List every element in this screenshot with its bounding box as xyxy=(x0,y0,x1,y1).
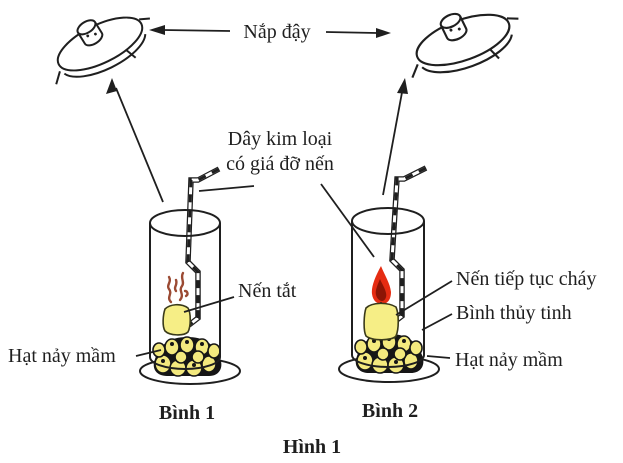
candle-out-label-line xyxy=(183,296,235,313)
jar1-mouth xyxy=(149,209,221,237)
figure-caption: Hình 1 xyxy=(283,436,341,458)
candle-extinguished-icon xyxy=(162,303,192,336)
label-candle-extinguished: Nến tắt xyxy=(238,280,297,302)
arrow-head-jar2-lid-icon xyxy=(397,78,408,94)
arrow-head-left-icon xyxy=(149,25,165,35)
arrow-jar2-to-lid xyxy=(382,86,404,196)
wire-right xyxy=(389,165,428,326)
label-wire-line1: Dây kim loại xyxy=(228,128,333,150)
jar-2 xyxy=(338,165,440,383)
label-lid: Nắp đậy xyxy=(243,21,310,43)
label-candle-burning: Nến tiếp tục cháy xyxy=(456,268,597,290)
wire-label-line-left xyxy=(198,185,255,192)
label-glass-jar: Bình thủy tinh xyxy=(456,302,572,324)
jar2-mouth xyxy=(351,207,425,235)
label-seeds-left: Hạt nảy mầm xyxy=(8,345,116,367)
seeds-left-label-line xyxy=(135,349,162,357)
jar-1 xyxy=(139,166,241,385)
lid-label-line-left xyxy=(162,29,231,32)
candle-burning-label-line xyxy=(395,280,453,316)
lid-label-line-right xyxy=(325,31,378,34)
label-seeds-right: Hạt nảy mầm xyxy=(455,349,563,371)
caption-jar1: Bình 1 xyxy=(159,402,215,424)
jar2-bottom xyxy=(351,354,425,368)
seeds-left xyxy=(152,336,223,377)
arrow-head-jar1-lid-icon xyxy=(106,78,117,94)
glass-jar-label-line xyxy=(421,313,453,331)
lid-left-icon xyxy=(35,0,164,96)
flame-icon xyxy=(371,266,391,307)
caption-jar2: Bình 2 xyxy=(362,400,418,422)
arrow-jar1-to-lid xyxy=(115,87,164,203)
wire-left xyxy=(185,166,221,328)
lid-right-icon xyxy=(395,0,530,90)
wire-label-line-right xyxy=(320,183,375,258)
seeds-right-label-line xyxy=(426,355,451,359)
candle-burning-icon xyxy=(363,302,400,341)
smoke-icon xyxy=(166,271,189,304)
jar1-bottom xyxy=(149,356,221,370)
label-wire-line2: có giá đỡ nến xyxy=(226,153,334,175)
arrow-head-right-icon xyxy=(376,28,391,38)
